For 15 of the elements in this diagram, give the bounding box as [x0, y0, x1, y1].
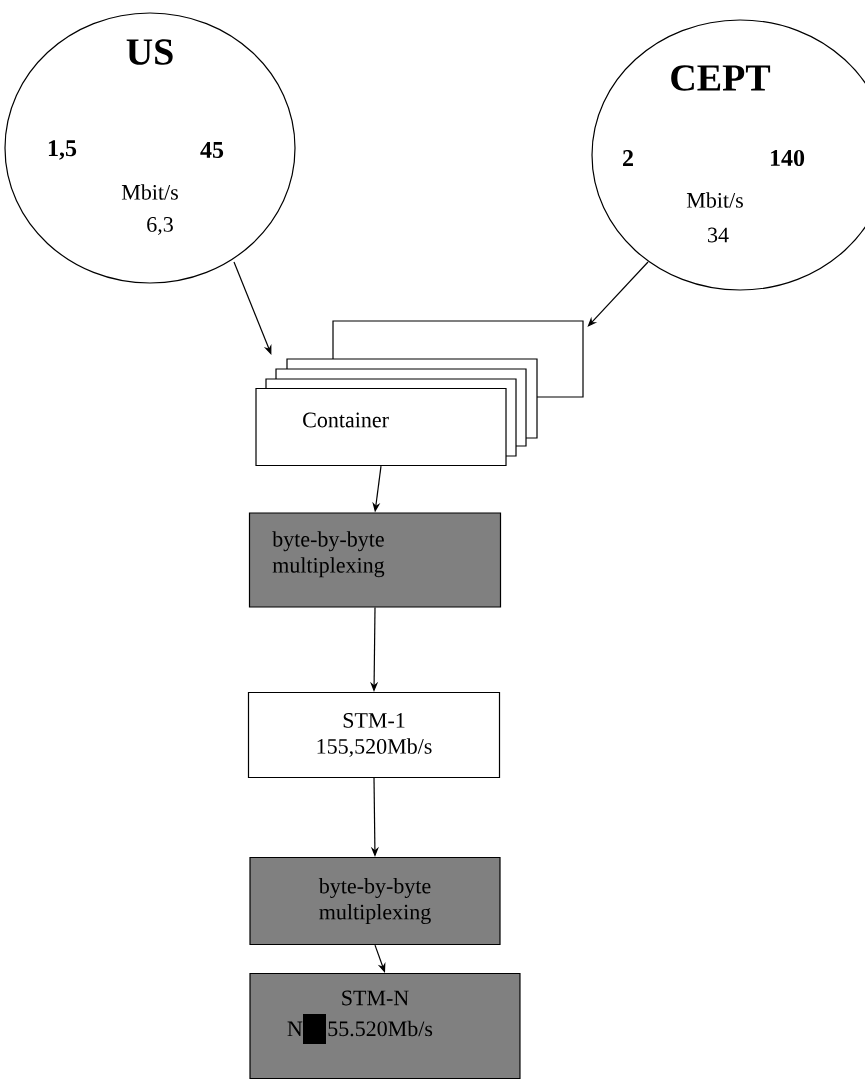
text-label: Mbit/s: [686, 192, 743, 208]
circle-title: US: [126, 39, 173, 65]
process-box: byte-by-byte multiplexing: [249, 856, 501, 946]
process-box: STM-1 155,520Mb/s: [247, 691, 501, 779]
rate-label: 45: [200, 142, 224, 158]
process-box: STM-N N 55.520Mb/s: [249, 972, 521, 1079]
text-label: 6,3: [147, 217, 173, 235]
rate-label: 140: [770, 149, 805, 167]
text-label: Mbit/s: [121, 184, 178, 200]
rate-label: 2: [623, 150, 633, 166]
process-box: byte-by-byte multiplexing: [248, 512, 502, 608]
circle-title: CEPT: [671, 65, 771, 91]
arrow: [587, 261, 649, 327]
text-label: 34: [708, 227, 729, 243]
rate-label: 1,5: [48, 140, 77, 160]
